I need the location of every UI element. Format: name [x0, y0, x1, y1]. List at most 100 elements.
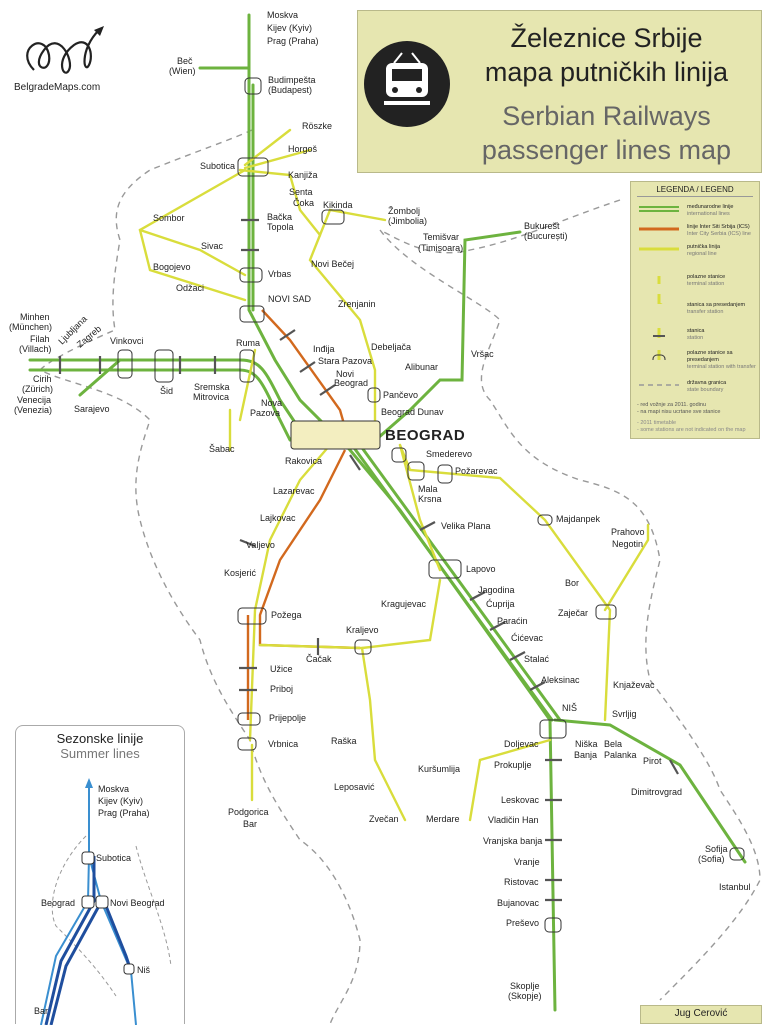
label-leposavic: Leposavić [334, 782, 375, 792]
label-mitrovica: Mitrovica [193, 392, 229, 402]
label-beograd-small: Beograd [334, 378, 368, 388]
title-line-1: Železnice Srbije [510, 23, 703, 53]
logo[interactable]: BelgradeMaps.com [14, 20, 124, 100]
label-krsna: Krsna [418, 494, 442, 504]
summer-title-sr: Sezonske linije [56, 731, 144, 746]
label-senta: Senta [289, 187, 313, 197]
label-istanbul: Istanbul [719, 882, 751, 892]
label-kraljevo: Kraljevo [346, 625, 379, 635]
label-venezia: (Venezia) [14, 405, 52, 415]
label-sofija: Sofija [705, 844, 728, 854]
label-novi-sad: NOVI SAD [268, 294, 312, 304]
label-presevo: Preševo [506, 918, 539, 928]
label-novi-becej: Novi Bečej [311, 259, 354, 269]
legend-notes-en: - 2011 timetable- some stations are not … [637, 420, 746, 433]
label-merdare: Merdare [426, 814, 460, 824]
label-coka: Čoka [293, 198, 314, 208]
title-panel: Železnice Srbije mapa putničkih linija S… [357, 10, 762, 173]
label-sombor: Sombor [153, 213, 185, 223]
label-skoplje: Skoplje [510, 981, 540, 991]
label-moskva: Moskva [267, 10, 298, 20]
label-ruma: Ruma [236, 338, 260, 348]
label-sabac: Šabac [209, 444, 235, 454]
label-beograd-dunav: Beograd Dunav [381, 407, 444, 417]
label-niska: Niška [575, 739, 598, 749]
title-line-4: passenger lines map [481, 135, 732, 165]
label-bor: Bor [565, 578, 579, 588]
label-cacak: Čačak [306, 654, 332, 664]
label-zombolj: Žombolj [388, 206, 420, 216]
label-uzice: Užice [270, 664, 293, 674]
summer-map: Moskva Kijev (Kyiv) Prag (Praha) Subotic… [34, 778, 172, 1025]
label-bujanovac: Bujanovac [497, 898, 540, 908]
label-beograd: BEOGRAD [385, 427, 465, 444]
label-banja: Banja [574, 750, 597, 760]
summer-label-prag: Prag (Praha) [98, 808, 150, 818]
label-sarajevo: Sarajevo [74, 404, 110, 414]
label-backa: Bačka [267, 212, 292, 222]
label-debeljaca: Debeljača [371, 342, 411, 352]
label-skopje: (Skopje) [508, 991, 542, 1001]
logo-icon [26, 26, 104, 74]
label-cirih: Cirih [33, 374, 52, 384]
label-lazarevac: Lazarevac [273, 486, 315, 496]
label-vinkovci: Vinkovci [110, 336, 143, 346]
label-temisvar: Temišvar [423, 232, 459, 242]
label-nis: NIŠ [562, 703, 577, 713]
label-aleksinac: Aleksinac [541, 675, 580, 685]
label-budimpesta: Budimpešta [268, 75, 316, 85]
summer-label-novi-beograd: Novi Beograd [110, 898, 165, 908]
label-bucuresti: (București) [524, 231, 568, 241]
label-prokuplje: Prokuplje [494, 760, 532, 770]
label-prag: Prag (Praha) [267, 36, 319, 46]
label-palanka: Palanka [604, 750, 637, 760]
label-vrsac: Vršac [471, 349, 494, 359]
label-timisoara: (Timișoara) [418, 243, 463, 253]
label-cuprija: Ćuprija [486, 599, 515, 609]
summer-label-subotica: Subotica [96, 853, 131, 863]
label-sremska: Sremska [194, 382, 230, 392]
label-vranje: Vranje [514, 857, 540, 867]
author-credit: Jug Cerović [640, 1005, 762, 1024]
label-novi: Novi [336, 369, 354, 379]
station-boxes [117, 77, 745, 933]
label-cicevac: Ćićevac [511, 633, 544, 643]
label-villach: (Villach) [19, 344, 51, 354]
label-zurich: (Zürich) [22, 384, 53, 394]
summer-lines-inset: Sezonske linije Summer lines Moskva Kije… [15, 725, 185, 1025]
label-bela: Bela [604, 739, 622, 749]
label-raska: Raška [331, 736, 357, 746]
label-bar: Bar [243, 819, 257, 829]
label-wien: (Wien) [169, 66, 196, 76]
label-stara-pazova: Stara Pazova [318, 356, 372, 366]
label-sivac: Sivac [201, 241, 224, 251]
label-munchen: (München) [9, 322, 52, 332]
label-lajkovac: Lajkovac [260, 513, 296, 523]
label-zrenjanin: Zrenjanin [338, 299, 376, 309]
state-boundary [38, 129, 761, 1024]
title-serbian: Železnice Srbije mapa putničkih linija [458, 21, 755, 89]
summer-label-bar: Bar [34, 1006, 48, 1016]
label-pancevo: Pančevo [383, 390, 418, 400]
label-bukurest: Bukurešt [524, 221, 560, 231]
label-velika-plana: Velika Plana [441, 521, 491, 531]
logo-text: BelgradeMaps.com [14, 82, 101, 93]
title-english: Serbian Railways passenger lines map [458, 99, 755, 167]
summer-label-kijev: Kijev (Kyiv) [98, 796, 143, 806]
beograd-hub[interactable] [290, 420, 381, 450]
label-minhen: Minhen [20, 312, 50, 322]
label-knjazevac: Knjaževac [613, 680, 655, 690]
label-kikinda: Kikinda [323, 200, 353, 210]
label-leskovac: Leskovac [501, 795, 540, 805]
label-smederevo: Smederevo [426, 449, 472, 459]
label-filah: Filah [30, 334, 50, 344]
label-nova: Nova [261, 398, 282, 408]
regional-lines [138, 128, 650, 822]
label-roszke: Röszke [302, 121, 332, 131]
label-jimbolia: (Jimbolia) [388, 216, 427, 226]
label-valjevo: Valjevo [246, 540, 275, 550]
label-paracin: Paraćin [497, 616, 528, 626]
label-vrbnica: Vrbnica [268, 739, 298, 749]
label-horgos: Horgoš [288, 144, 318, 154]
